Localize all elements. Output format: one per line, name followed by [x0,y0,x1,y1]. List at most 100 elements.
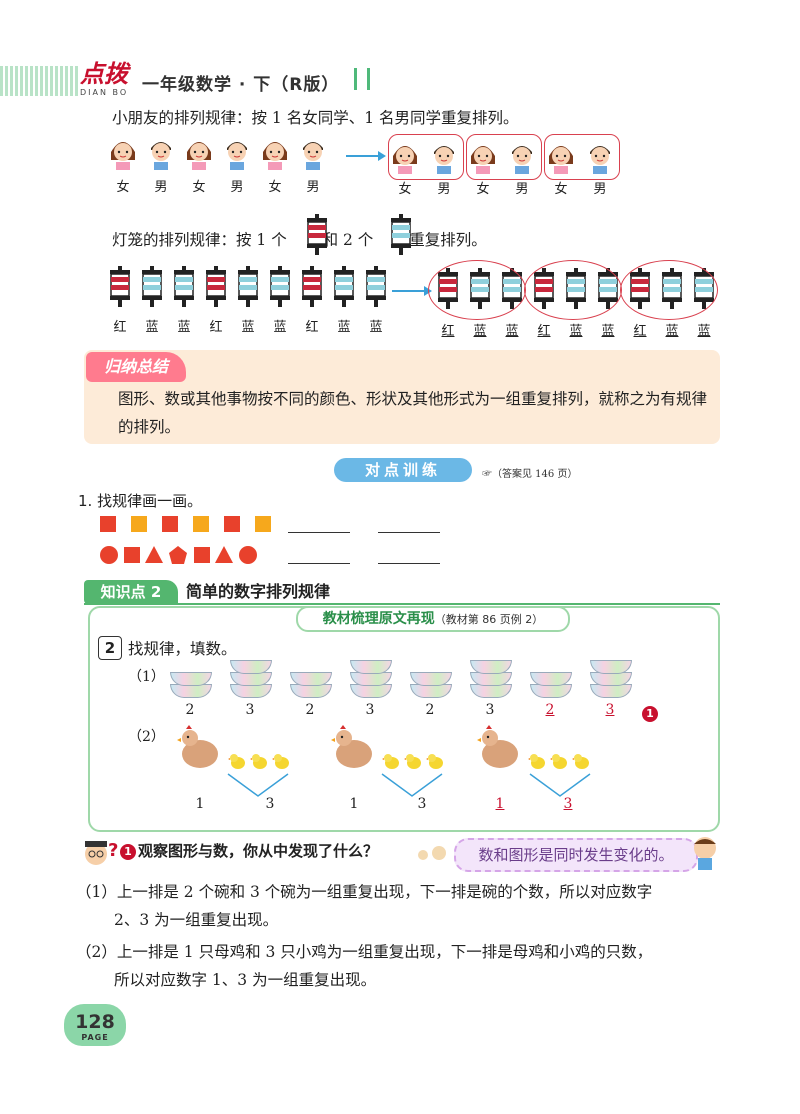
kid-label: 男 [437,182,451,197]
thought-bubble-dot [432,846,446,860]
bowl-count: 3 [605,702,615,718]
answer-blank [378,563,440,564]
brand-logo: 点拨 DIAN BO [80,60,136,104]
kid-avatar-icon [694,837,716,870]
girl-icon [393,146,417,174]
red-lantern-icon [302,266,322,307]
blue-lantern-icon [366,266,386,307]
hen-chick-row [170,724,600,780]
square-shape [162,516,178,532]
lantern-label: 蓝 [241,320,255,335]
kids-row-grouped: 女男女男女男 [388,134,626,197]
lantern-label: 蓝 [273,320,287,335]
lantern-rule-text: 灯笼的排列规律：按 1 个 和 2 个 重复排列。 [112,228,487,250]
example-number: 2 [98,636,122,660]
blue-lantern-icon [238,266,258,307]
kid-label: 男 [306,180,320,195]
boy-icon [227,142,247,170]
hen-count: 1 [349,796,359,812]
chick-icon [382,754,399,769]
group-outline [466,134,542,180]
bowl-count: 2 [545,702,555,718]
lantern-label: 蓝 [697,324,711,339]
bowl-count: 3 [245,702,255,718]
note-badge: 1 [642,706,658,722]
bowl-icon [230,684,272,698]
bowl-icon [470,684,512,698]
square-shape [193,516,209,532]
explanation-1: （1）上一排是 2 个碗和 3 个碗为一组重复出现，下一排是碗的个数，所以对应数… [76,878,736,934]
boy-icon [434,146,454,174]
explanation-line: 上一排是 2 个碗和 3 个碗为一组重复出现，下一排是碗的个数，所以对应数字 [116,883,653,901]
lantern-rule-middle: 和 2 个 [322,231,374,249]
arrow-icon [392,286,432,296]
summary-text: 图形、数或其他事物按不同的颜色、形状及其他形式为一组重复排列，就称之为有规律的排… [118,390,708,436]
blue-lantern-icon [334,266,354,307]
logo-text: 点拨 [80,59,128,88]
chick-icon [528,754,545,769]
logo-subtext: DIAN BO [80,88,129,97]
explanation-2: （2）上一排是 1 只母鸡和 3 只小鸡为一组重复出现，下一排是母鸡和小鸡的只数… [76,938,736,994]
hen-icon [177,725,218,768]
lantern-label: 红 [305,320,319,335]
hen-count: 3 [265,796,275,812]
answer-blank [378,532,440,533]
example-question: 找规律，填数。 [128,640,237,658]
textbook-banner-ref: （教材第 86 页例 2） [434,613,544,626]
hen-icon [331,725,372,768]
bracket [529,773,591,797]
red-triangle [215,546,233,563]
kids-rule-text: 小朋友的排列规律：按 1 名女同学、1 名男同学重复排列。 [112,109,519,127]
lantern-rule-prefix: 灯笼的排列规律：按 1 个 [112,231,287,249]
square-shape [255,516,271,532]
red-square [124,547,140,563]
square-shape [100,516,116,532]
lantern-row-original: 红蓝蓝红蓝蓝红蓝蓝 [104,266,404,336]
lantern-label: 蓝 [505,324,519,339]
chick-icon [250,754,267,769]
chick-icon [572,754,589,769]
blue-lantern-icon [391,214,411,255]
red-lantern-icon [206,266,226,307]
textbook-banner: 教材梳理原文再现（教材第 86 页例 2） [296,606,570,632]
lantern-label: 红 [441,324,455,339]
lantern-label: 蓝 [369,320,383,335]
bowl-icon [410,684,452,698]
kid-label: 男 [230,180,244,195]
group-outline [524,260,622,320]
hen-count: 3 [563,796,573,812]
explanation-line: 2、3 为一组重复出现。 [114,911,279,929]
observe-question: 观察图形与数，你从中发现了什么？ [138,842,379,860]
page-label: PAGE [81,1033,109,1042]
header-divider [354,68,370,90]
lantern-label: 红 [537,324,551,339]
boy-icon [590,146,610,174]
kid-label: 男 [515,182,529,197]
header-stripe [0,66,80,96]
red-circle [239,546,257,564]
group-outline [388,134,464,180]
thought-bubble-dot [418,850,428,860]
lantern-label: 蓝 [665,324,679,339]
answer-blank [288,563,350,564]
lantern-label: 红 [113,320,127,335]
kid-label: 女 [476,182,490,197]
boy-icon [512,146,532,174]
arrow-icon [346,151,386,161]
observe-answer: 数和图形是同时发生变化的。 [454,838,698,872]
red-lantern-icon [307,214,327,255]
book-title: 一年级数学 · 下（R版） [142,75,340,95]
lantern-label: 红 [209,320,223,335]
group-outline [620,260,718,320]
bowl-row [170,660,640,700]
bowl-count: 3 [365,702,375,718]
kids-row-original: 女男女男女男 [108,136,338,196]
bowl-count: 2 [305,702,315,718]
red-lantern-icon [305,214,329,260]
pattern-row-squares [100,516,280,534]
lantern-label: 蓝 [337,320,351,335]
teacher-avatar-icon [85,841,107,865]
red-square [194,547,210,563]
bowl-icon [590,684,632,698]
bracket [381,773,443,797]
